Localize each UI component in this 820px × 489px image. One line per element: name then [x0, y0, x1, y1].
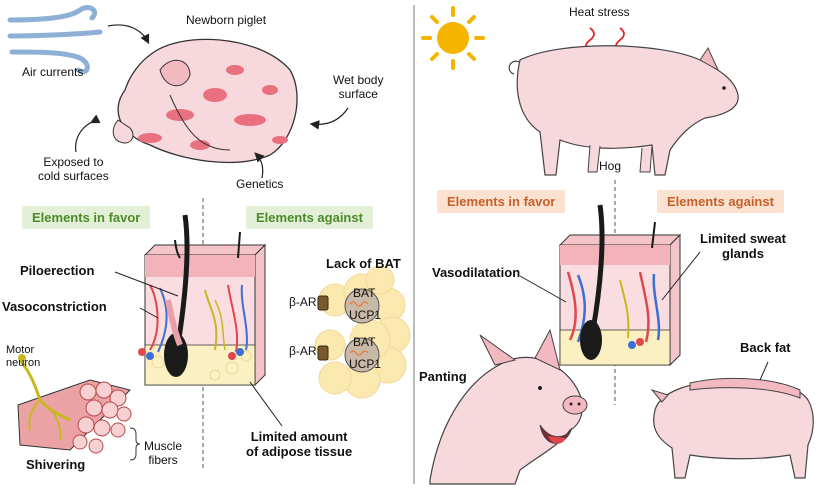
- beta-ar-label-1: β-AR: [289, 295, 317, 309]
- panting-pig-illustration: [429, 328, 588, 485]
- skin-block-right: [558, 204, 682, 367]
- exposed-cold-line2: cold surfaces: [38, 168, 109, 183]
- right-elements-in-favor-badge: Elements in favor: [437, 190, 566, 213]
- limited-sweat-line2: glands: [722, 245, 764, 261]
- muscle-fibers-label: Muscle fibers: [144, 439, 183, 468]
- hog-illustration: [508, 45, 739, 176]
- shivering-label: Shivering: [26, 457, 86, 472]
- newborn-piglet-label: Newborn piglet: [186, 13, 267, 27]
- limited-sweat-line1: Limited sweat: [700, 231, 786, 246]
- exposed-cold-line1: Exposed to: [43, 155, 104, 169]
- left-elements-against-badge: Elements against: [246, 206, 373, 229]
- bat-label-1: BAT: [353, 286, 376, 300]
- lack-of-bat-label: Lack of BAT: [326, 256, 401, 271]
- newborn-piglet-illustration: [112, 38, 298, 164]
- beta-ar-label-2: β-AR: [289, 344, 317, 358]
- sun-icon: [421, 6, 485, 70]
- skin-block-left: [138, 214, 267, 387]
- right-elements-against-badge: Elements against: [657, 190, 784, 213]
- vasoconstriction-label: Vasoconstriction: [2, 299, 107, 314]
- panting-label: Panting: [419, 369, 467, 384]
- wet-body-surface-line1: Wet body: [333, 73, 384, 87]
- motor-neuron-label: Motor neuron: [6, 344, 40, 369]
- left-elements-in-favor-badge: Elements in favor: [22, 206, 151, 229]
- air-currents-icon: [7, 5, 103, 74]
- hog-label: Hog: [599, 159, 622, 173]
- muscle-fibers-line1: Muscle: [144, 439, 183, 453]
- motor-neuron-line1: Motor: [6, 344, 35, 356]
- bat-cells: [314, 265, 411, 399]
- limited-adipose-label: Limited amount of adipose tissue: [246, 429, 353, 460]
- genetics-label: Genetics: [236, 177, 284, 191]
- heat-stress-label: Heat stress: [569, 5, 630, 19]
- wet-body-surface-label: Wet body surface: [333, 73, 384, 102]
- ucp1-label-1: UCP1: [349, 308, 382, 322]
- motor-neuron-line2: neuron: [6, 356, 41, 369]
- ucp1-label-2: UCP1: [349, 357, 382, 371]
- piloerection-label: Piloerection: [20, 263, 95, 278]
- wet-body-surface-line2: surface: [338, 86, 378, 101]
- limited-adipose-line1: Limited amount: [250, 429, 348, 444]
- back-fat-label: Back fat: [740, 340, 791, 355]
- muscle-bundle: [17, 354, 132, 454]
- bat-label-2: BAT: [353, 335, 376, 349]
- limited-sweat-glands-label: Limited sweat glands: [700, 231, 786, 262]
- muscle-fibers-line2: fibers: [148, 452, 178, 467]
- air-currents-label: Air currents: [22, 65, 84, 79]
- back-fat-pig-illustration: [650, 377, 814, 479]
- limited-adipose-line2: of adipose tissue: [246, 443, 353, 459]
- vasodilatation-label: Vasodilatation: [432, 265, 521, 280]
- exposed-cold-label: Exposed to cold surfaces: [38, 155, 109, 184]
